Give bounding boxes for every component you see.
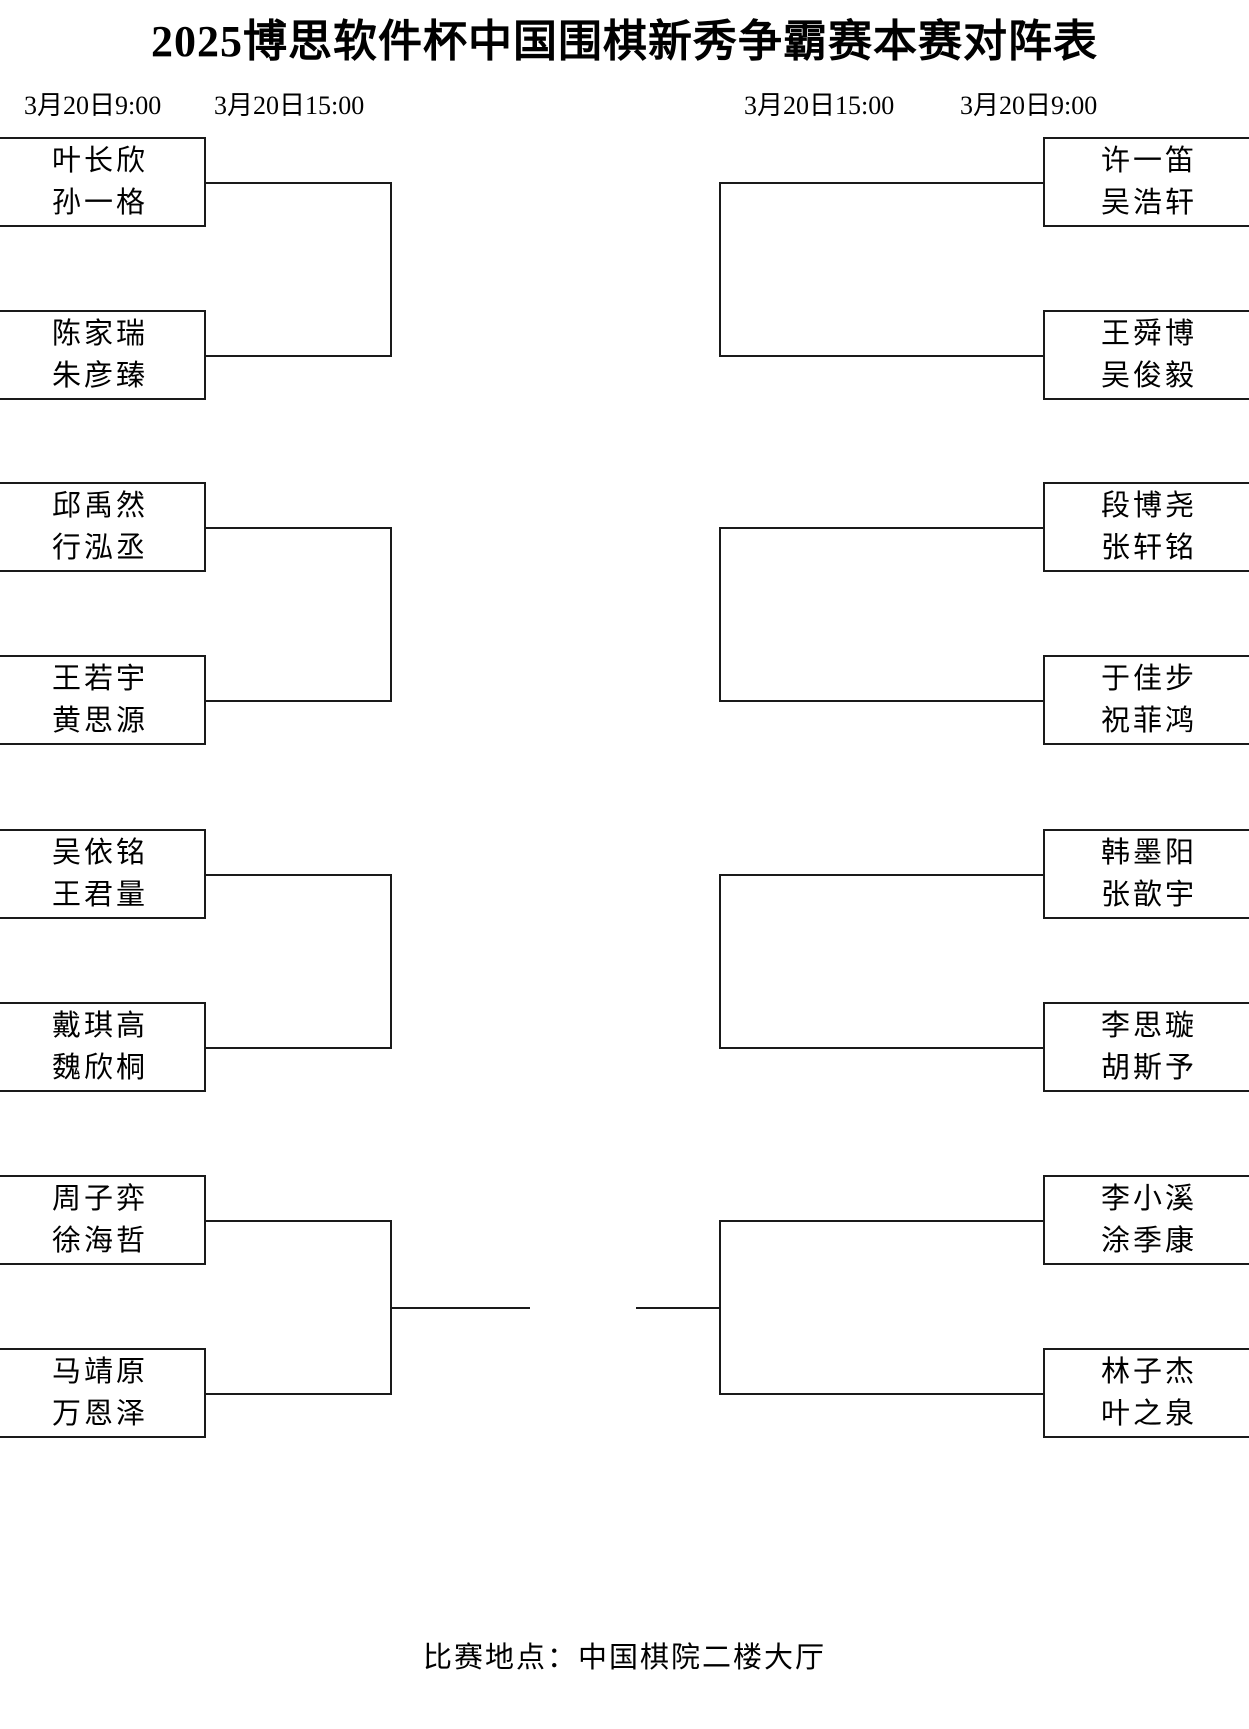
match-box-left-7[interactable]: 周子弈 徐海哲 bbox=[0, 1175, 206, 1265]
player-name: 吴浩轩 bbox=[1100, 187, 1197, 219]
connector-right-final bbox=[636, 1307, 721, 1309]
round-label-left-round1: 3月20日9:00 bbox=[24, 91, 162, 120]
connector-left-2v bbox=[390, 527, 392, 702]
connector-left-3a bbox=[206, 874, 392, 876]
player-name: 吴俊毅 bbox=[1100, 360, 1197, 392]
player-name: 段博尧 bbox=[1100, 490, 1197, 522]
match-box-right-6[interactable]: 李思璇 胡斯予 bbox=[1043, 1002, 1249, 1092]
match-box-right-8[interactable]: 林子杰 叶之泉 bbox=[1043, 1348, 1249, 1438]
match-box-left-1[interactable]: 叶长欣 孙一格 bbox=[0, 137, 206, 227]
player-name: 王君量 bbox=[51, 879, 148, 911]
round-label-left-round2: 3月20日15:00 bbox=[214, 91, 365, 120]
player-name: 朱彦臻 bbox=[51, 360, 148, 392]
match-box-left-8[interactable]: 马靖原 万恩泽 bbox=[0, 1348, 206, 1438]
player-name: 叶之泉 bbox=[1100, 1398, 1197, 1430]
connector-right-2a bbox=[719, 527, 1045, 529]
connector-left-4b bbox=[206, 1393, 392, 1395]
player-name: 万恩泽 bbox=[51, 1398, 148, 1430]
connector-left-3v bbox=[390, 874, 392, 1049]
connector-right-1a bbox=[719, 182, 1045, 184]
connector-right-4a bbox=[719, 1220, 1045, 1222]
player-name: 陈家瑞 bbox=[51, 318, 148, 350]
player-name: 张轩铭 bbox=[1100, 532, 1197, 564]
player-name: 周子弈 bbox=[51, 1183, 148, 1215]
match-box-left-4[interactable]: 王若宇 黄思源 bbox=[0, 655, 206, 745]
match-box-right-4[interactable]: 于佳步 祝菲鸿 bbox=[1043, 655, 1249, 745]
page-title: 2025博思软件杯中国围棋新秀争霸赛本赛对阵表 bbox=[151, 17, 1098, 66]
player-name: 王若宇 bbox=[51, 663, 148, 695]
match-box-left-5[interactable]: 吴依铭 王君量 bbox=[0, 829, 206, 919]
player-name: 涂季康 bbox=[1100, 1225, 1197, 1257]
player-name: 吴依铭 bbox=[51, 837, 148, 869]
player-name: 马靖原 bbox=[51, 1356, 148, 1388]
player-name: 张歆宇 bbox=[1100, 879, 1197, 911]
round-label-right-round1: 3月20日9:00 bbox=[960, 91, 1098, 120]
match-box-right-2[interactable]: 王舜博 吴俊毅 bbox=[1043, 310, 1249, 400]
connector-left-1v bbox=[390, 182, 392, 357]
match-box-left-6[interactable]: 戴琪高 魏欣桐 bbox=[0, 1002, 206, 1092]
connector-right-4b bbox=[719, 1393, 1045, 1395]
connector-right-3a bbox=[719, 874, 1045, 876]
connector-right-2v bbox=[719, 527, 721, 702]
connector-left-final bbox=[390, 1307, 530, 1309]
player-name: 黄思源 bbox=[51, 705, 148, 737]
connector-left-1a bbox=[206, 182, 392, 184]
match-box-right-3[interactable]: 段博尧 张轩铭 bbox=[1043, 482, 1249, 572]
player-name: 胡斯予 bbox=[1100, 1052, 1197, 1084]
player-name: 行泓丞 bbox=[51, 532, 148, 564]
match-box-right-5[interactable]: 韩墨阳 张歆宇 bbox=[1043, 829, 1249, 919]
match-box-right-7[interactable]: 李小溪 涂季康 bbox=[1043, 1175, 1249, 1265]
connector-right-3b bbox=[719, 1047, 1045, 1049]
player-name: 李小溪 bbox=[1100, 1183, 1197, 1215]
player-name: 许一笛 bbox=[1100, 145, 1197, 177]
connector-right-1b bbox=[719, 355, 1045, 357]
venue-note: 比赛地点：中国棋院二楼大厅 bbox=[422, 1642, 826, 1674]
player-name: 徐海哲 bbox=[51, 1225, 148, 1257]
player-name: 林子杰 bbox=[1100, 1356, 1197, 1388]
round-label-right-round2: 3月20日15:00 bbox=[744, 91, 895, 120]
player-name: 魏欣桐 bbox=[51, 1052, 148, 1084]
player-name: 戴琪高 bbox=[51, 1010, 148, 1042]
connector-right-2b bbox=[719, 700, 1045, 702]
player-name: 邱禹然 bbox=[51, 490, 148, 522]
player-name: 李思璇 bbox=[1100, 1010, 1197, 1042]
player-name: 祝菲鸿 bbox=[1100, 705, 1197, 737]
connector-left-2b bbox=[206, 700, 392, 702]
connector-right-1v bbox=[719, 182, 721, 357]
connector-left-2a bbox=[206, 527, 392, 529]
connector-right-3v bbox=[719, 874, 721, 1049]
match-box-right-1[interactable]: 许一笛 吴浩轩 bbox=[1043, 137, 1249, 227]
match-box-left-2[interactable]: 陈家瑞 朱彦臻 bbox=[0, 310, 206, 400]
match-box-left-3[interactable]: 邱禹然 行泓丞 bbox=[0, 482, 206, 572]
player-name: 于佳步 bbox=[1100, 663, 1197, 695]
player-name: 王舜博 bbox=[1100, 318, 1197, 350]
connector-left-3b bbox=[206, 1047, 392, 1049]
player-name: 韩墨阳 bbox=[1100, 837, 1197, 869]
connector-left-4a bbox=[206, 1220, 392, 1222]
player-name: 孙一格 bbox=[51, 187, 148, 219]
player-name: 叶长欣 bbox=[51, 145, 148, 177]
connector-left-1b bbox=[206, 355, 392, 357]
